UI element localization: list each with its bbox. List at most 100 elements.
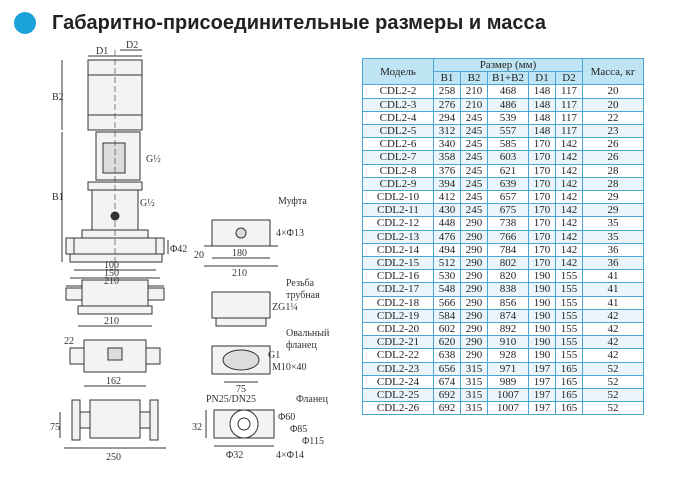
label-d2: D2 [126, 40, 138, 51]
table-cell: 448 [433, 216, 461, 231]
header-model: Модель [362, 57, 434, 86]
table-cell: 656 [433, 361, 461, 376]
table-cell: 155 [555, 295, 583, 310]
table-cell: 476 [433, 229, 461, 244]
side-view [65, 279, 165, 327]
round-flange [205, 409, 275, 447]
table-cell: 170 [528, 150, 556, 165]
oval-flange [211, 345, 271, 383]
label-muft-w210: 210 [232, 268, 247, 279]
table-cell: 692 [433, 388, 461, 403]
table-cell: 22 [582, 110, 644, 126]
table-cell: 170 [528, 190, 556, 205]
label-thread2: трубная [286, 290, 320, 301]
table-cell: 170 [528, 137, 556, 152]
table-cell: 245 [460, 137, 488, 152]
table-cell: 486 [487, 97, 529, 112]
table-cell: 28 [582, 176, 644, 192]
table-cell: 856 [487, 295, 529, 310]
table-cell: 165 [555, 388, 583, 403]
table-cell: 165 [555, 401, 583, 416]
table-cell: 766 [487, 229, 529, 244]
table-cell: 245 [460, 163, 488, 178]
table-cell: 245 [460, 190, 488, 205]
flange-view [59, 399, 166, 449]
table-cell: 35 [582, 216, 644, 231]
cell-model: CDL2-4 [362, 110, 434, 126]
label-phi115: Φ115 [302, 436, 324, 447]
table-cell: 468 [487, 84, 529, 99]
table-cell: 585 [487, 137, 529, 152]
table-cell: 394 [433, 176, 461, 192]
label-g-top: G½ [146, 154, 161, 165]
table-cell: 245 [460, 176, 488, 192]
table-cell: 41 [582, 295, 644, 310]
table-cell: 548 [433, 282, 461, 297]
label-g1: G1 [268, 350, 280, 361]
table-cell: 42 [582, 348, 644, 363]
label-g-mid: G½ [140, 198, 155, 209]
table-cell: 692 [433, 401, 461, 416]
label-w162: 162 [106, 376, 121, 387]
table-cell: 23 [582, 124, 644, 139]
table-cell: 155 [555, 269, 583, 284]
table-cell: 602 [433, 322, 461, 337]
muft-base [204, 219, 278, 267]
table-cell: 430 [433, 203, 461, 218]
header-b1: B1 [433, 71, 461, 86]
table-cell: 170 [528, 176, 556, 192]
label-side-w210: 210 [104, 316, 119, 327]
table-cell: 190 [528, 322, 556, 337]
table-cell: 148 [528, 110, 556, 126]
table-cell: 142 [555, 256, 583, 271]
table-cell: 376 [433, 163, 461, 178]
table-cell: 148 [528, 84, 556, 99]
table-cell: 258 [433, 84, 461, 99]
table-cell: 190 [528, 348, 556, 363]
header-d2: D2 [555, 71, 583, 86]
cell-model: CDL2-22 [362, 348, 434, 363]
header-b1b2: B1+B2 [487, 71, 529, 86]
cell-model: CDL2-18 [362, 295, 434, 310]
cell-model: CDL2-8 [362, 163, 434, 178]
cell-model: CDL2-25 [362, 388, 434, 403]
label-w75: 75 [236, 384, 246, 395]
table-cell: 170 [528, 163, 556, 178]
table-cell: 290 [460, 269, 488, 284]
table-cell: 42 [582, 308, 644, 324]
table-cell: 584 [433, 308, 461, 324]
table-cell: 657 [487, 190, 529, 205]
technical-drawing: D1 D2 B2 B1 G½ G½ Φ42 100 150 210 210 22… [50, 40, 330, 463]
table-cell: 190 [528, 282, 556, 297]
table-cell: 312 [433, 124, 461, 139]
table-cell: 117 [555, 124, 583, 139]
table-cell: 197 [528, 361, 556, 376]
table-cell: 566 [433, 295, 461, 310]
cell-model: CDL2-5 [362, 124, 434, 139]
table-cell: 142 [555, 137, 583, 152]
table-cell: 928 [487, 348, 529, 363]
table-cell: 784 [487, 242, 529, 258]
thread-base [211, 291, 271, 327]
cell-model: CDL2-17 [362, 282, 434, 297]
table-cell: 290 [460, 242, 488, 258]
table-cell: 910 [487, 335, 529, 350]
table-cell: 20 [582, 97, 644, 112]
table-cell: 290 [460, 308, 488, 324]
table-cell: 530 [433, 269, 461, 284]
label-phi85: Φ85 [290, 424, 307, 435]
cell-model: CDL2-14 [362, 242, 434, 258]
label-phi32: Φ32 [226, 450, 243, 461]
table-cell: 190 [528, 295, 556, 310]
table-cell: 315 [460, 374, 488, 390]
table-cell: 142 [555, 229, 583, 244]
table-cell: 210 [460, 84, 488, 99]
table-cell: 142 [555, 190, 583, 205]
